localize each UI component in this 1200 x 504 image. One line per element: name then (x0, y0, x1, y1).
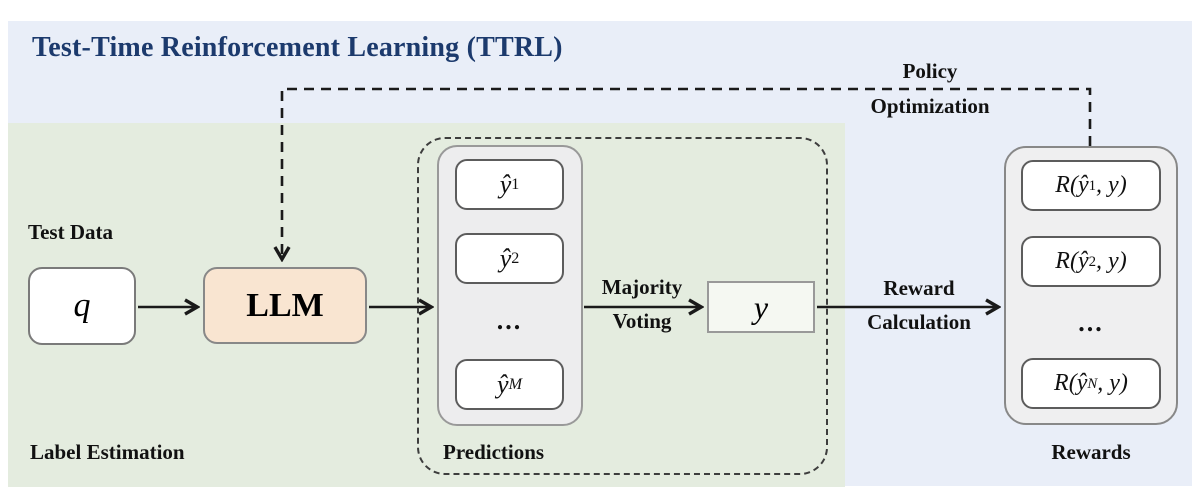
predictions-label: Predictions (443, 440, 545, 464)
label-estimation-label: Label Estimation (30, 440, 185, 464)
vote-result-node: y (707, 281, 815, 333)
reward-2-pre: R(ŷ (1055, 248, 1089, 274)
reward-2-post: , y) (1096, 248, 1127, 274)
policy-label-line2: Optimization (870, 94, 990, 118)
test-data-label: Test Data (28, 220, 113, 244)
majority-voting-line2: Voting (612, 309, 672, 333)
llm-node-label: LLM (246, 286, 324, 324)
policy-label-line1: Policy (902, 59, 958, 83)
query-node-label: q (73, 287, 91, 324)
predictions-dashed-container (417, 137, 828, 475)
reward-calculation-label: Reward Calculation (849, 276, 989, 334)
rewards-ellipsis: ... (1078, 308, 1104, 337)
majority-voting-line1: Majority (601, 275, 683, 299)
reward-n-pre: R(ŷ (1054, 370, 1088, 396)
llm-node: LLM (203, 267, 367, 344)
query-node: q (28, 267, 136, 345)
majority-voting-label: Majority Voting (577, 275, 707, 333)
prediction-2-symbol: ŷ (499, 243, 512, 273)
prediction-m-symbol: ŷ (497, 369, 509, 399)
prediction-1-symbol: ŷ (499, 169, 512, 199)
reward-calculation-line2: Calculation (867, 310, 971, 334)
vote-result-label: y (753, 288, 769, 325)
reward-calculation-line1: Reward (883, 276, 955, 300)
policy-optimization-label: Policy Optimization (830, 59, 1030, 118)
reward-1-pre: R(ŷ (1055, 172, 1089, 198)
reward-1-post: , y) (1096, 172, 1127, 198)
predictions-ellipsis: ... (496, 306, 523, 335)
diagram-title: Test-Time Reinforcement Learning (TTRL) (32, 32, 563, 63)
reward-n-post: , y) (1097, 370, 1128, 396)
rewards-label: Rewards (1051, 440, 1131, 464)
